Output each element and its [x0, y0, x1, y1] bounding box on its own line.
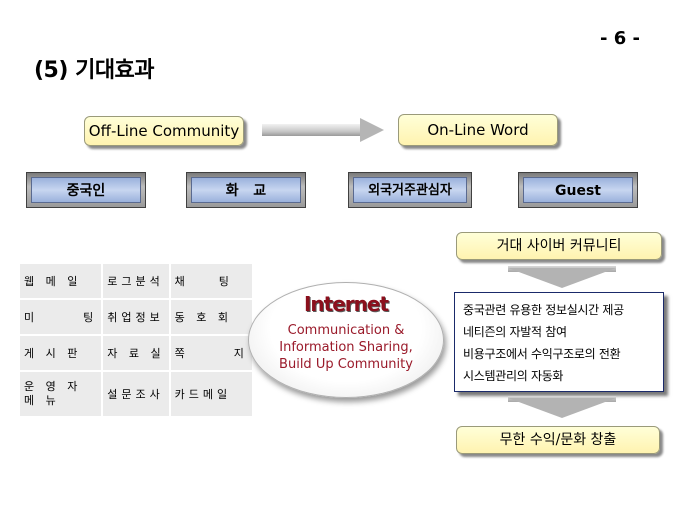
cyber-community-box: 거대 사이버 커뮤니티 — [456, 232, 662, 260]
feature-cell: 게 시 판 — [20, 336, 102, 372]
feature-cell: 웹 메 일 — [20, 264, 102, 300]
internet-desc-line: Build Up Community — [279, 357, 413, 372]
stakeholder-label: 중국인 — [31, 177, 141, 203]
stakeholder-label: 외국거주관심자 — [353, 177, 467, 203]
offline-community-box: Off-Line Community — [84, 116, 244, 146]
internet-title: Internet — [303, 292, 389, 316]
feature-cell: 미 팅 — [20, 300, 102, 336]
feature-table: 웹 메 일 로그분석 채 팅 미 팅 취업정보 동 호 회 게 시 판 자 료 … — [20, 264, 252, 418]
table-row: 게 시 판 자 료 실 쪽 지 — [20, 336, 252, 372]
internet-desc-line: Communication & — [287, 323, 405, 338]
feature-cell: 채 팅 — [170, 264, 252, 300]
benefit-item: 중국관련 유용한 정보실시간 제공 — [463, 303, 624, 317]
benefit-item: 시스템관리의 자동화 — [463, 369, 564, 383]
stakeholder-label: Guest — [523, 177, 633, 203]
table-row: 웹 메 일 로그분석 채 팅 — [20, 264, 252, 300]
table-row: 운 영 자 메 뉴 설문조사 카드메일 — [20, 372, 252, 418]
section-title: (5) 기대효과 — [34, 58, 155, 83]
result-box: 무한 수익/문화 창출 — [456, 426, 660, 454]
internet-description: Communication & Information Sharing, Bui… — [248, 322, 444, 373]
feature-cell: 설문조사 — [101, 372, 171, 418]
feature-cell: 운 영 자 메 뉴 — [20, 372, 102, 418]
stakeholder-overseas-chinese: 화 교 — [186, 172, 306, 208]
right-arrow-head-icon — [360, 118, 384, 142]
feature-cell: 동 호 회 — [170, 300, 252, 336]
stakeholder-chinese: 중국인 — [26, 172, 146, 208]
page-number: - 6 - — [600, 28, 640, 49]
right-arrow-icon — [262, 124, 362, 136]
internet-desc-line: Information Sharing, — [279, 340, 413, 355]
feature-cell: 취업정보 — [101, 300, 171, 336]
benefit-item: 네티즌의 자발적 참여 — [463, 325, 567, 339]
stakeholder-guest: Guest — [518, 172, 638, 208]
table-row: 미 팅 취업정보 동 호 회 — [20, 300, 252, 336]
benefits-box: 중국관련 유용한 정보실시간 제공 네티즌의 자발적 참여 비용구조에서 수익구… — [454, 292, 664, 392]
benefit-item: 비용구조에서 수익구조로의 전환 — [463, 347, 621, 361]
internet-ellipse — [248, 282, 444, 398]
stakeholder-foreign-interested: 외국거주관심자 — [348, 172, 472, 208]
down-arrow-icon — [508, 398, 616, 418]
stakeholder-label: 화 교 — [191, 177, 301, 203]
feature-cell: 카드메일 — [170, 372, 252, 418]
feature-cell: 로그분석 — [101, 264, 171, 300]
feature-cell: 쪽 지 — [170, 336, 252, 372]
feature-cell: 자 료 실 — [101, 336, 171, 372]
online-word-box: On-Line Word — [398, 114, 558, 146]
down-arrow-icon — [508, 268, 616, 288]
